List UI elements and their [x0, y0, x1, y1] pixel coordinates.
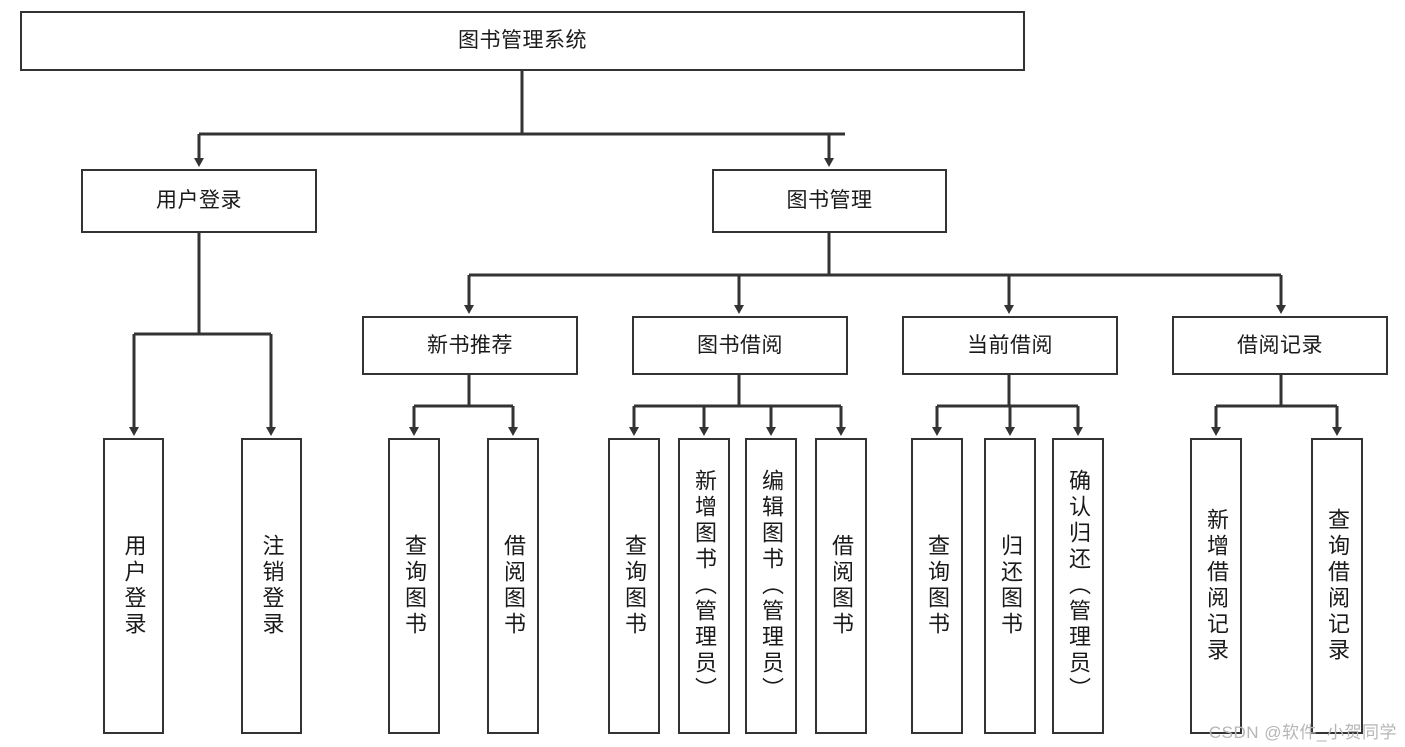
node-label: 用户登录 [156, 189, 242, 213]
node-leaf-query-book-1[interactable]: 查询图书 [388, 438, 440, 734]
edges-bookmanage-to-level3 [464, 233, 1286, 314]
node-leaf-user-login[interactable]: 用户登录 [103, 438, 164, 734]
edges-root-to-level2 [194, 71, 845, 167]
node-label: 注销登录 [259, 534, 285, 638]
node-label: 查询图书 [622, 534, 647, 638]
node-leaf-borrow-book-1[interactable]: 借阅图书 [487, 438, 539, 734]
edges-borrowrecord-to-leaves [1211, 375, 1342, 436]
edges-bookborrow-to-leaves [629, 375, 846, 436]
node-label: 图书管理系统 [458, 29, 587, 53]
node-label: 编辑图书（管理员） [759, 469, 784, 703]
edges-currentborrow-to-leaves [932, 375, 1083, 436]
node-leaf-query-record[interactable]: 查询借阅记录 [1311, 438, 1363, 734]
node-leaf-return-book[interactable]: 归还图书 [984, 438, 1036, 734]
node-current-borrow[interactable]: 当前借阅 [902, 316, 1118, 375]
node-label: 图书借阅 [697, 333, 783, 357]
node-label: 查询借阅记录 [1325, 508, 1350, 664]
node-leaf-query-book-3[interactable]: 查询图书 [911, 438, 963, 734]
node-label: 当前借阅 [967, 333, 1053, 357]
node-label: 确认归还（管理员） [1066, 469, 1091, 703]
node-label: 查询图书 [402, 534, 427, 638]
edges-userlogin-to-leaves [129, 233, 276, 436]
node-label: 归还图书 [998, 534, 1023, 638]
node-book-manage[interactable]: 图书管理 [712, 169, 947, 233]
node-label: 借阅图书 [501, 534, 526, 638]
node-root[interactable]: 图书管理系统 [20, 11, 1025, 71]
node-borrow-record[interactable]: 借阅记录 [1172, 316, 1388, 375]
node-label: 新增图书（管理员） [692, 469, 717, 703]
node-leaf-add-record[interactable]: 新增借阅记录 [1190, 438, 1242, 734]
node-label: 借阅记录 [1237, 333, 1323, 357]
node-book-borrow[interactable]: 图书借阅 [632, 316, 848, 375]
node-leaf-query-book-2[interactable]: 查询图书 [608, 438, 660, 734]
node-leaf-add-book[interactable]: 新增图书（管理员） [678, 438, 730, 734]
node-leaf-confirm-return[interactable]: 确认归还（管理员） [1052, 438, 1104, 734]
node-leaf-edit-book[interactable]: 编辑图书（管理员） [745, 438, 797, 734]
node-leaf-logout[interactable]: 注销登录 [241, 438, 302, 734]
node-new-book-rec[interactable]: 新书推荐 [362, 316, 578, 375]
node-label: 借阅图书 [829, 534, 854, 638]
node-leaf-borrow-book-2[interactable]: 借阅图书 [815, 438, 867, 734]
node-user-login[interactable]: 用户登录 [81, 169, 317, 233]
node-label: 图书管理 [786, 189, 873, 213]
node-label: 新增借阅记录 [1204, 508, 1229, 664]
node-label: 用户登录 [121, 534, 147, 638]
csdn-watermark: CSDN @软件_小贺同学 [1208, 723, 1397, 742]
node-label: 新书推荐 [427, 333, 513, 357]
edges-newbookrec-to-leaves [409, 375, 518, 436]
node-label: 查询图书 [925, 534, 950, 638]
